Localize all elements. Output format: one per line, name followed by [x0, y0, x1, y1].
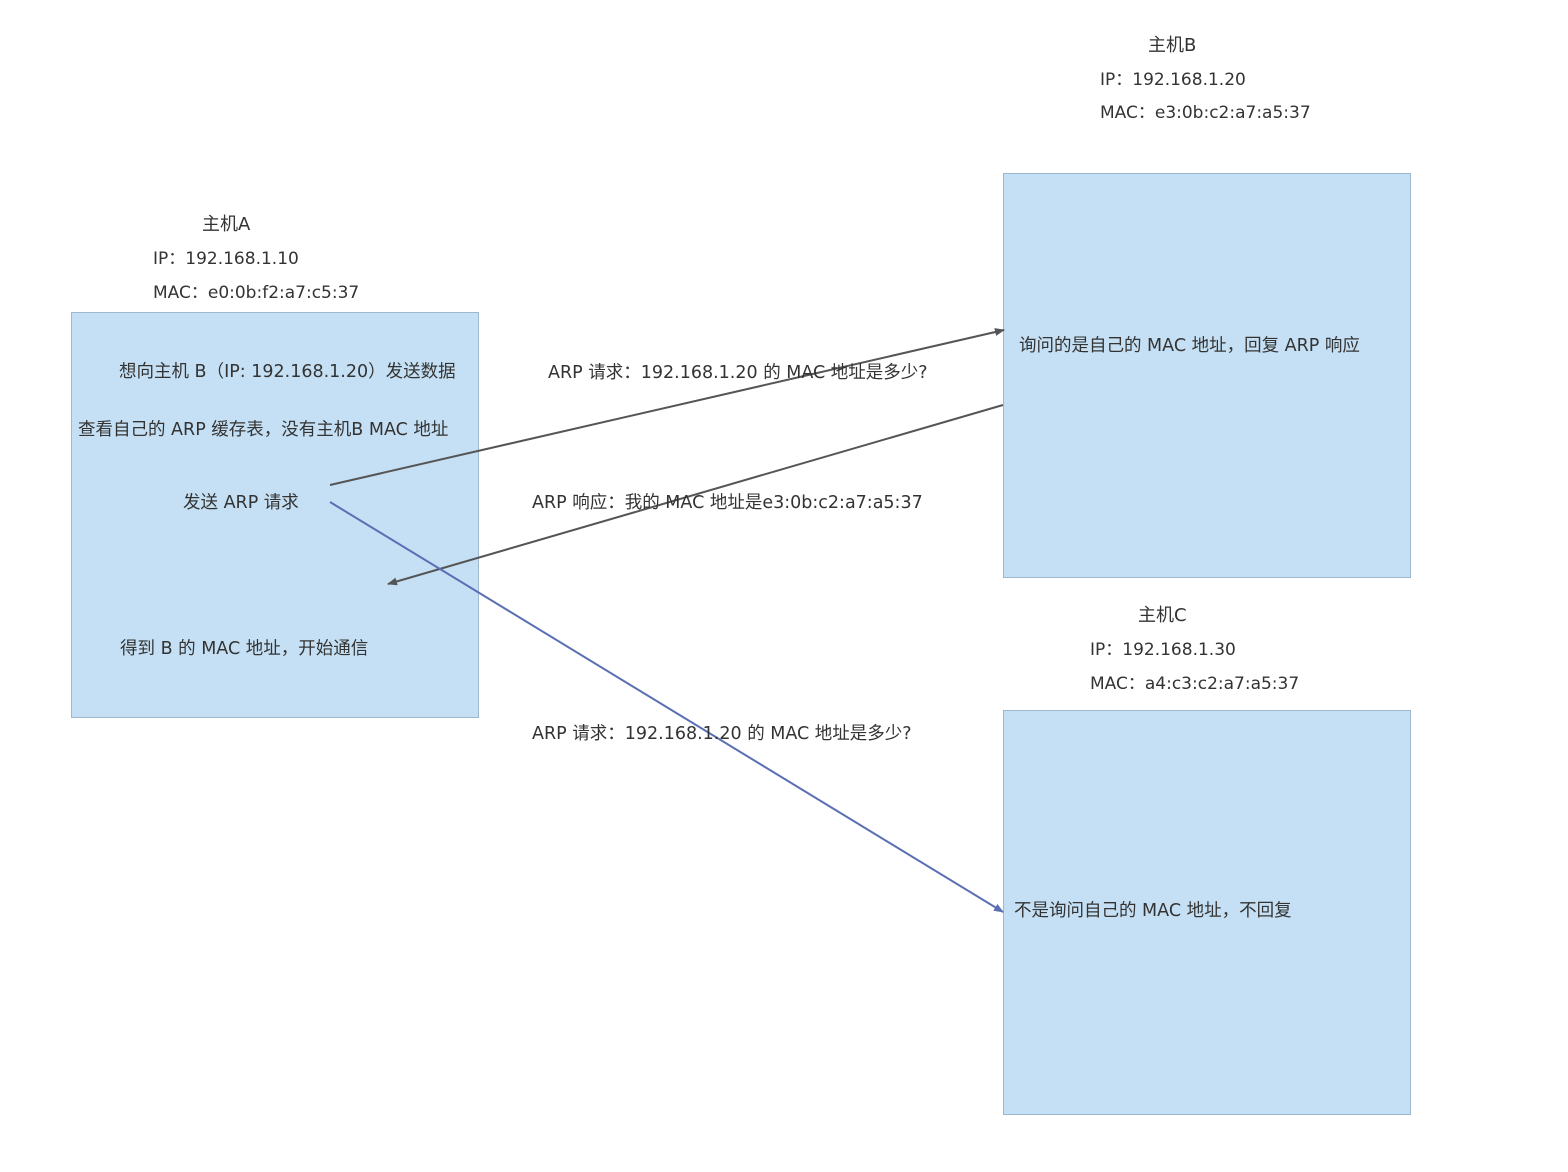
host-a-step-3: 发送 ARP 请求	[183, 493, 299, 513]
host-b-title: 主机B	[1148, 35, 1197, 56]
arp-request-label-to-c: ARP 请求：192.168.1.20 的 MAC 地址是多少?	[532, 724, 912, 744]
host-a-step-2: 查看自己的 ARP 缓存表，没有主机B MAC 地址	[78, 420, 449, 440]
arp-request-arrow-to-c	[329, 501, 1004, 913]
host-c-box	[1003, 710, 1411, 1115]
host-c-ip: IP：192.168.1.30	[1090, 640, 1236, 660]
host-a-title: 主机A	[202, 214, 251, 235]
host-b-note: 询问的是自己的 MAC 地址，回复 ARP 响应	[1019, 336, 1360, 356]
host-a-step-4: 得到 B 的 MAC 地址，开始通信	[120, 639, 369, 659]
arp-request-label-to-b: ARP 请求：192.168.1.20 的 MAC 地址是多少?	[548, 363, 928, 383]
host-a-mac: MAC：e0:0b:f2:a7:c5:37	[153, 283, 360, 303]
host-c-mac: MAC：a4:c3:c2:a7:a5:37	[1090, 674, 1300, 694]
host-b-mac: MAC：e3:0b:c2:a7:a5:37	[1100, 103, 1311, 123]
host-a-ip: IP：192.168.1.10	[153, 249, 299, 269]
arp-response-label: ARP 响应：我的 MAC 地址是e3:0b:c2:a7:a5:37	[532, 493, 923, 513]
host-a-step-1: 想向主机 B（IP: 192.168.1.20）发送数据	[119, 362, 456, 382]
arp-request-arrow-to-b	[329, 328, 1005, 486]
host-b-ip: IP：192.168.1.20	[1100, 70, 1246, 90]
host-c-title: 主机C	[1138, 605, 1187, 626]
arp-response-arrow-to-a	[387, 404, 1004, 586]
host-a-box	[71, 312, 479, 718]
host-b-box	[1003, 173, 1411, 578]
host-c-note: 不是询问自己的 MAC 地址，不回复	[1014, 901, 1292, 921]
